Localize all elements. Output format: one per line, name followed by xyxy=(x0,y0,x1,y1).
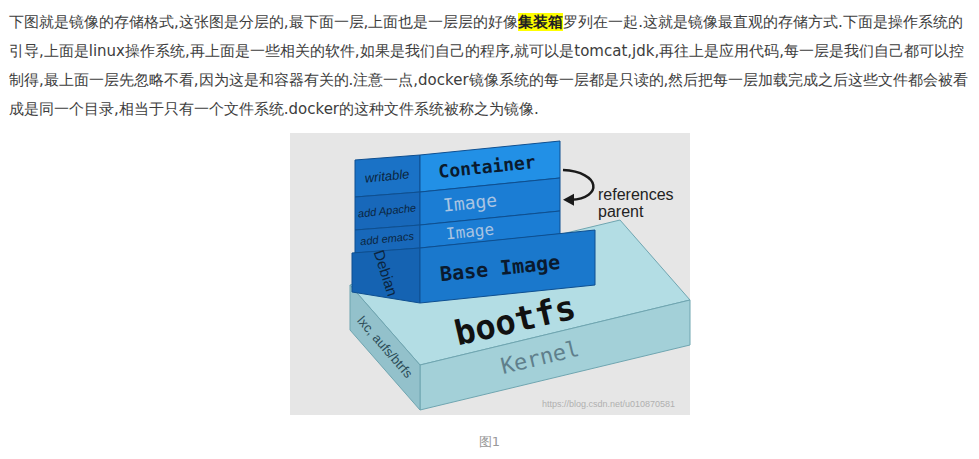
highlighted-term: 集装箱 xyxy=(518,13,563,31)
layer-face xyxy=(355,155,420,197)
arrow-head xyxy=(563,194,574,206)
layer-face xyxy=(355,192,420,230)
paragraph-text: 下图就是镜像的存储格式,这张图是分层的,最下面一层,上面也是一层层的好像 xyxy=(9,13,518,31)
figure-ground xyxy=(290,133,690,415)
watermark: https://blog.csdn.net/u010870581 xyxy=(542,399,675,409)
base-image-layer: DebianBase Image xyxy=(352,230,595,303)
layer-face xyxy=(350,285,420,410)
reference-arrow xyxy=(563,170,593,206)
paragraph: 下图就是镜像的存储格式,这张图是分层的,最下面一层,上面也是一层层的好像集装箱罗… xyxy=(9,8,971,124)
figure-caption: 图1 xyxy=(0,433,979,451)
edge-label: references parent xyxy=(598,186,693,220)
arrow-line xyxy=(563,170,593,200)
